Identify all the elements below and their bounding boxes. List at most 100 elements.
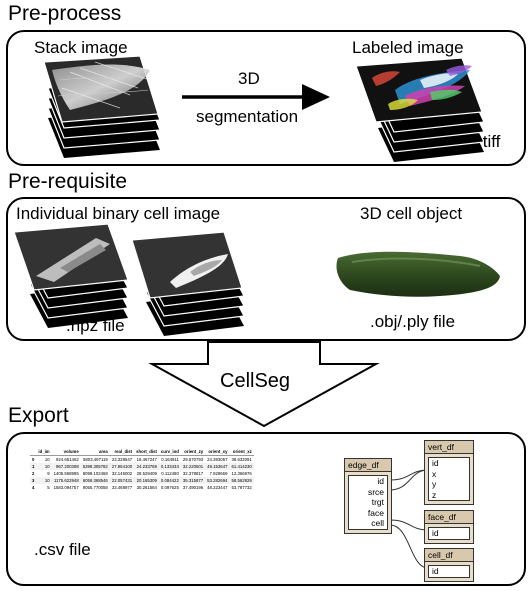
table-cell: 19.467247 [136, 457, 157, 462]
table-cell: 0.133434 [158, 463, 181, 470]
table-header: orient_xy [205, 448, 230, 456]
edge-df-field: id [377, 476, 384, 486]
table-cell: 0.084422 [158, 477, 181, 484]
table-cell: 10 [36, 463, 52, 470]
vert-df-field: x [432, 468, 437, 479]
table-cell: 1 [30, 463, 37, 470]
table-header: short_dist [134, 448, 159, 456]
stack-image-label: Stack image [34, 38, 128, 57]
table-cell: 32.220501 [180, 463, 206, 470]
table-cell: 7.929669 [209, 471, 228, 476]
table-cell: 22.057431 [109, 477, 135, 484]
table-header: orient_zy [180, 448, 206, 456]
table-cell: 0.112480 [161, 471, 179, 476]
dataframe-connectors [389, 469, 429, 569]
table-cell: 9 [47, 471, 50, 476]
table-cell: 5 [47, 485, 50, 490]
csv-table: id_im volume area real_dist short_dist c… [30, 448, 254, 491]
arrow-label-3d: 3D [238, 69, 260, 88]
table-cell: 0.097625 [160, 485, 179, 490]
table-header: real_dist [109, 448, 135, 456]
table-cell: 924.651462 [56, 457, 79, 462]
binary-cell-stack-1 [13, 223, 129, 328]
table-cell: 23.328547 [111, 457, 133, 462]
table-header [30, 448, 37, 456]
edge-df-field: cell [371, 518, 384, 528]
cell-df-title: cell_df [425, 549, 473, 562]
table-header: area [80, 448, 110, 456]
table-cell: 5399.305782 [80, 463, 110, 470]
cellseg-arrow [148, 341, 380, 428]
section-title-preprocess: Pre-process [8, 2, 122, 25]
face-df-title: face_df [425, 511, 473, 524]
table-header-row: id_im volume area real_dist short_dist c… [30, 448, 254, 456]
arrow-label-segmentation: segmentation [196, 107, 299, 126]
table-cell: 24.233769 [134, 463, 159, 470]
table-cell: 53.787732 [231, 485, 252, 490]
3d-cell-object [336, 251, 500, 297]
edge-df-field: trgt [371, 497, 384, 507]
table-cell: 0.164911 [161, 457, 179, 462]
vert-df-title: vert_df [425, 441, 473, 454]
section-title-export: Export [8, 404, 69, 427]
table-cell: 30.261584 [136, 485, 157, 490]
table-cell: 58.562929 [229, 477, 254, 484]
table-cell: 38.632091 [231, 457, 252, 462]
table-cell: 0 [32, 457, 35, 462]
table-cell: 28.529409 [136, 471, 157, 476]
obj-label: .obj/.ply file [370, 312, 456, 331]
table-cell: 32.378817 [182, 471, 204, 476]
binary-cell-label: Individual binary cell image [16, 204, 221, 223]
table-cell: 61.414230 [229, 463, 254, 470]
vert-df-field: z [432, 489, 437, 500]
table-cell: 6059.368546 [80, 477, 110, 484]
npz-label: .npz file [66, 316, 125, 335]
table-header: orient_xz [229, 448, 254, 456]
cell-df-box: cell_df id [424, 548, 474, 582]
segmentation-arrow [182, 84, 330, 110]
labeled-image-stack [355, 57, 485, 162]
face-df-box: face_df id [424, 510, 474, 544]
table-cell: 33.468977 [111, 485, 133, 490]
table-cell: 1583.094757 [53, 485, 79, 490]
table-cell: 10 [44, 457, 50, 462]
table-cell: 9055.770058 [82, 485, 108, 490]
table-cell: 10 [36, 477, 52, 484]
face-df-field: id [432, 528, 439, 538]
table-cell: 20.165309 [134, 477, 159, 484]
table-cell: 49.153647 [205, 463, 230, 470]
table-cell: 4 [32, 485, 35, 490]
section-title-prerequisite: Pre-requisite [8, 170, 128, 193]
table-cell: 2 [32, 471, 35, 476]
table-header: curv_ind [158, 448, 181, 456]
csv-label: .csv file [34, 540, 91, 559]
vert-df-field: id [432, 458, 439, 468]
table-cell: 35.315877 [180, 477, 206, 484]
edge-df-box: edge_df id srce trgt face cell [344, 458, 392, 534]
stack-image-stack [43, 55, 161, 158]
table-header: id_im [36, 448, 52, 456]
vert-df-field: y [432, 479, 437, 489]
binary-cell-stack-2 [131, 231, 245, 336]
edge-df-title: edge_df [345, 459, 391, 472]
labeled-image-label: Labeled image [352, 38, 464, 57]
table-cell: 1175.622948 [51, 477, 81, 484]
vert-df-box: vert_df id x y z [424, 440, 474, 505]
edge-df-field: face [367, 507, 384, 518]
table-cell: 3 [30, 477, 37, 484]
table-cell: 53.282694 [205, 477, 230, 484]
cell-df-field: id [432, 566, 439, 576]
edge-df-field: srce [367, 486, 384, 497]
table-cell: 32.145002 [111, 471, 133, 476]
table-cell: 12.366976 [231, 471, 252, 476]
table-cell: 27.964100 [109, 463, 135, 470]
table-cell: 29.570793 [182, 457, 204, 462]
table-cell: 48.223447 [207, 485, 228, 490]
cellseg-label: CellSeg [220, 370, 291, 392]
table-cell: 8099.102468 [82, 471, 108, 476]
